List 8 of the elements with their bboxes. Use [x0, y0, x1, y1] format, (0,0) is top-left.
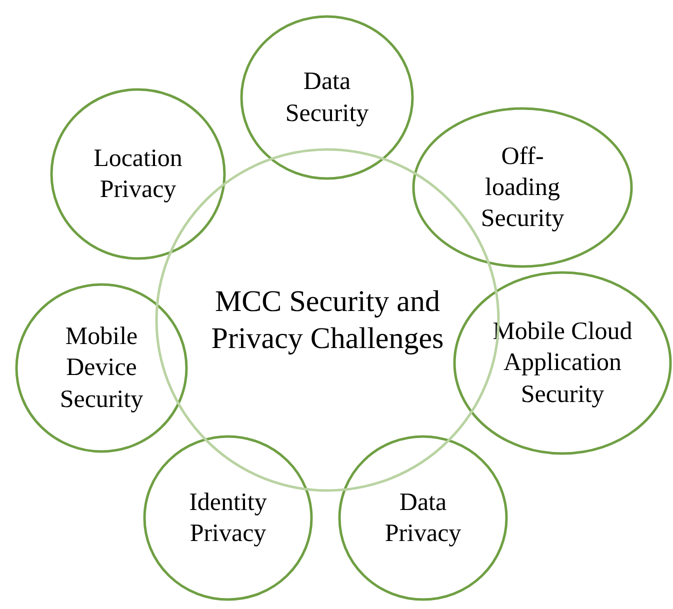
circle-label: Data Security [284, 67, 370, 128]
circle-label: Data Privacy [384, 488, 462, 549]
circle-label: Mobile Device Security [58, 322, 144, 415]
circle-label: MCC Security and Privacy Challenges [210, 284, 445, 357]
circle-label: Off-loading Security [480, 142, 566, 234]
circle-label: Mobile Cloud Application Security [492, 317, 634, 410]
circle-label: Location Privacy [92, 144, 184, 205]
circle-label: Identity Privacy [188, 488, 268, 549]
